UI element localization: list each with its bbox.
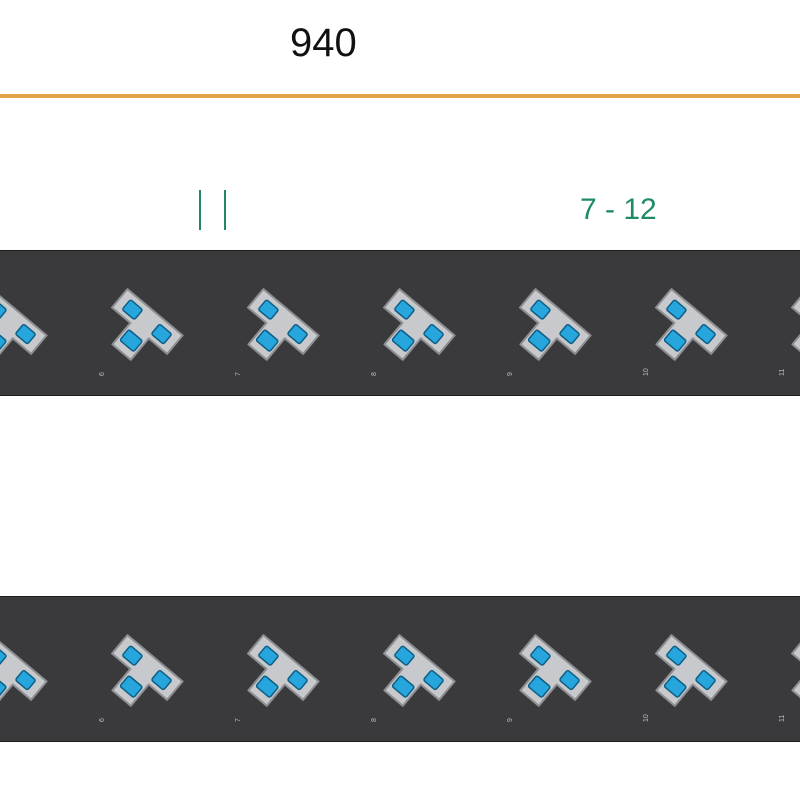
fiber-adapter-port-icon <box>0 288 48 361</box>
port-number-label: 6 <box>99 718 106 722</box>
adapter-slot <box>15 670 36 691</box>
adapter-slot <box>119 329 143 352</box>
fiber-adapter-port-icon <box>518 634 592 707</box>
adapter-slot <box>151 670 172 691</box>
top-patch-strip: 6 7 8 9 10 11 <box>0 250 800 396</box>
bottom-strip-ports: 6 7 8 9 10 11 <box>0 634 800 722</box>
adapter-slot <box>0 329 7 352</box>
fiber-adapter-port-icon <box>246 288 320 361</box>
port-number-label: 8 <box>371 718 378 722</box>
adapter-slot <box>559 670 580 691</box>
adapter-slot <box>122 645 143 666</box>
adapter-slot <box>394 299 415 320</box>
port-number-label: 10 <box>643 714 650 722</box>
fiber-adapter-port-icon <box>246 634 320 707</box>
adapter-slot <box>287 670 308 691</box>
port-number-label: 7 <box>235 718 242 722</box>
adapter-slot <box>391 329 415 352</box>
adapter-slot <box>666 645 687 666</box>
fiber-adapter-port-icon <box>790 288 800 361</box>
adapter-slot <box>391 675 415 698</box>
port-group-label: 7 - 12 <box>580 193 657 226</box>
adapter-slot <box>423 670 444 691</box>
adapter-slot <box>258 299 279 320</box>
adapter-slot <box>0 645 7 666</box>
adapter-slot <box>258 645 279 666</box>
fiber-adapter-port-icon <box>382 634 456 707</box>
fiber-adapter-port-icon <box>0 634 48 707</box>
adapter-slot <box>394 645 415 666</box>
fiber-adapter-port-icon <box>110 634 184 707</box>
adapter-slot <box>663 329 687 352</box>
adapter-slot <box>15 324 36 345</box>
adapter-slot <box>527 675 551 698</box>
port-number-label: 11 <box>779 369 786 376</box>
fiber-adapter-port-icon <box>110 288 184 361</box>
fiber-adapter-port-icon <box>654 634 728 707</box>
adapter-slot <box>287 324 308 345</box>
adapter-slot <box>151 324 172 345</box>
port-number-label: 6 <box>99 372 106 376</box>
fiber-adapter-port-icon <box>518 288 592 361</box>
divider-bar-left <box>199 190 201 230</box>
adapter-slot <box>423 324 444 345</box>
dimension-value: 940 <box>290 21 357 65</box>
port-number-label: 7 <box>235 372 242 376</box>
adapter-slot <box>122 299 143 320</box>
port-number-label: 10 <box>643 368 650 376</box>
adapter-slot <box>255 675 279 698</box>
port-number-label: 9 <box>507 372 514 376</box>
adapter-slot <box>119 675 143 698</box>
port-number-label: 8 <box>371 372 378 376</box>
adapter-body <box>790 288 800 361</box>
fiber-adapter-port-icon <box>382 288 456 361</box>
port-number-label: 9 <box>507 718 514 722</box>
adapter-slot <box>695 670 716 691</box>
fiber-adapter-port-icon <box>790 634 800 707</box>
adapter-slot <box>255 329 279 352</box>
adapter-slot <box>530 645 551 666</box>
adapter-slot <box>559 324 580 345</box>
adapter-slot <box>527 329 551 352</box>
adapter-slot <box>0 299 7 320</box>
divider-bar-right <box>224 190 226 230</box>
adapter-body <box>790 634 800 707</box>
fiber-adapter-port-icon <box>654 288 728 361</box>
bottom-patch-strip: 6 7 8 9 10 11 <box>0 596 800 742</box>
dimension-line <box>0 94 800 98</box>
port-number-label: 11 <box>779 715 786 722</box>
group-divider-marker <box>199 190 231 232</box>
adapter-slot <box>666 299 687 320</box>
adapter-slot <box>0 675 7 698</box>
adapter-slot <box>695 324 716 345</box>
adapter-slot <box>663 675 687 698</box>
top-strip-ports: 6 7 8 9 10 11 <box>0 288 800 376</box>
adapter-slot <box>530 299 551 320</box>
